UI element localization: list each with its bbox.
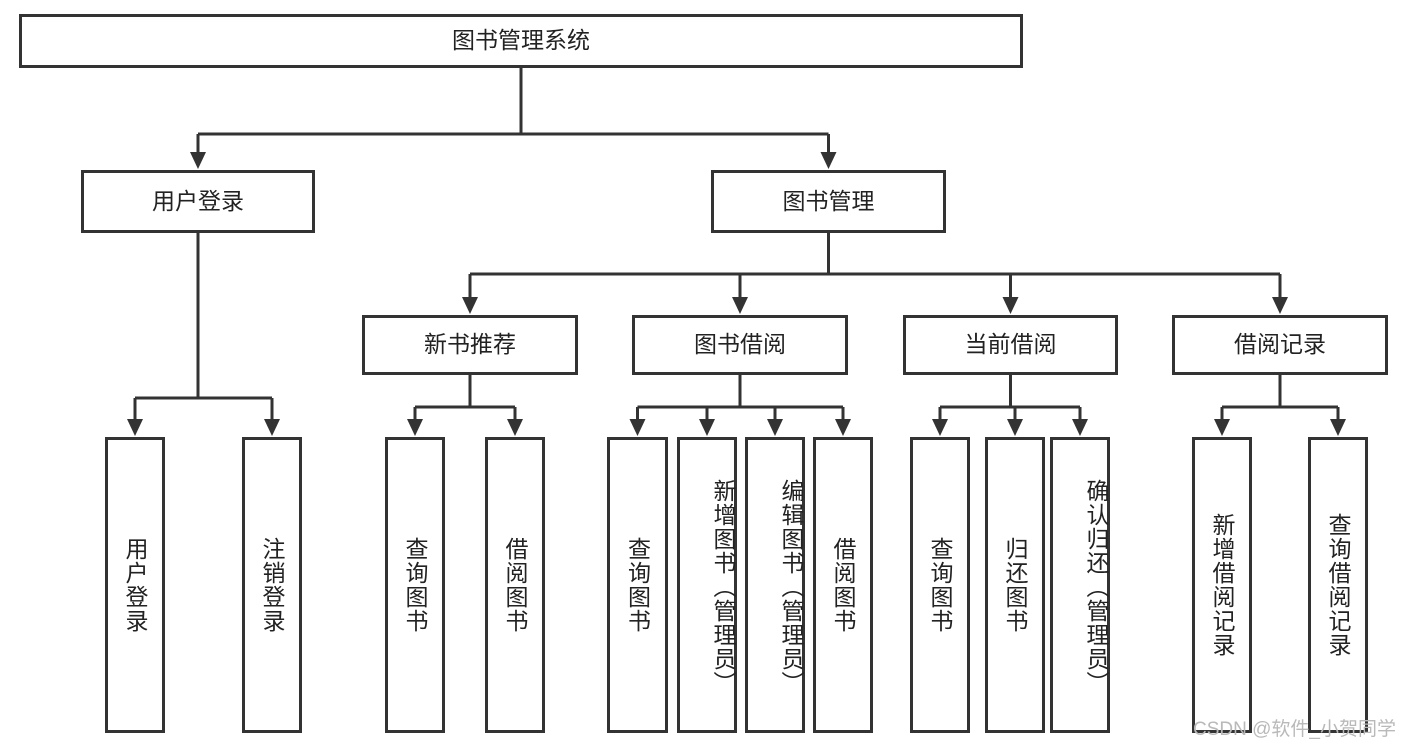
book-manage-arrow <box>1272 297 1288 314</box>
node-box-leaf-add-record[interactable] <box>1192 437 1252 733</box>
current-borrow-arrow <box>1072 419 1088 436</box>
node-box-leaf-query-book-2[interactable] <box>607 437 668 733</box>
node-box-current-borrow[interactable] <box>903 315 1118 375</box>
node-box-leaf-add-book[interactable] <box>677 437 737 733</box>
book-borrow-arrow <box>767 419 783 436</box>
node-box-book-manage[interactable] <box>711 170 946 233</box>
node-box-user-login[interactable] <box>81 170 315 233</box>
book-borrow-arrow <box>629 419 646 436</box>
borrow-record-arrow <box>1330 419 1346 436</box>
user-login-arrow <box>264 419 280 436</box>
node-box-leaf-logout[interactable] <box>242 437 302 733</box>
node-box-leaf-query-book-3[interactable] <box>910 437 970 733</box>
node-box-book-borrow[interactable] <box>632 315 848 375</box>
book-borrow-arrow <box>835 419 851 436</box>
new-book-rec-arrow <box>507 419 523 436</box>
book-manage-arrow <box>462 297 478 314</box>
node-box-leaf-confirm-return[interactable] <box>1050 437 1110 733</box>
current-borrow-arrow <box>1007 419 1023 436</box>
book-manage-arrow <box>732 297 748 314</box>
node-box-new-book-rec[interactable] <box>362 315 578 375</box>
node-box-leaf-return-book[interactable] <box>985 437 1045 733</box>
node-box-leaf-query-record[interactable] <box>1308 437 1368 733</box>
user-login-arrow <box>127 419 143 436</box>
node-box-leaf-query-book-1[interactable] <box>385 437 445 733</box>
book-borrow-arrow <box>699 419 715 436</box>
node-box-leaf-borrow-book-2[interactable] <box>813 437 873 733</box>
book-manage-arrow <box>1002 297 1019 314</box>
node-box-leaf-edit-book[interactable] <box>745 437 805 733</box>
node-box-leaf-user-login[interactable] <box>105 437 165 733</box>
node-box-root[interactable] <box>19 14 1023 68</box>
current-borrow-arrow <box>932 419 948 436</box>
node-box-borrow-record[interactable] <box>1172 315 1388 375</box>
new-book-rec-arrow <box>407 419 423 436</box>
root-arrow <box>820 152 837 169</box>
root-arrow <box>190 152 206 169</box>
borrow-record-arrow <box>1214 419 1230 436</box>
node-box-leaf-borrow-book-1[interactable] <box>485 437 545 733</box>
